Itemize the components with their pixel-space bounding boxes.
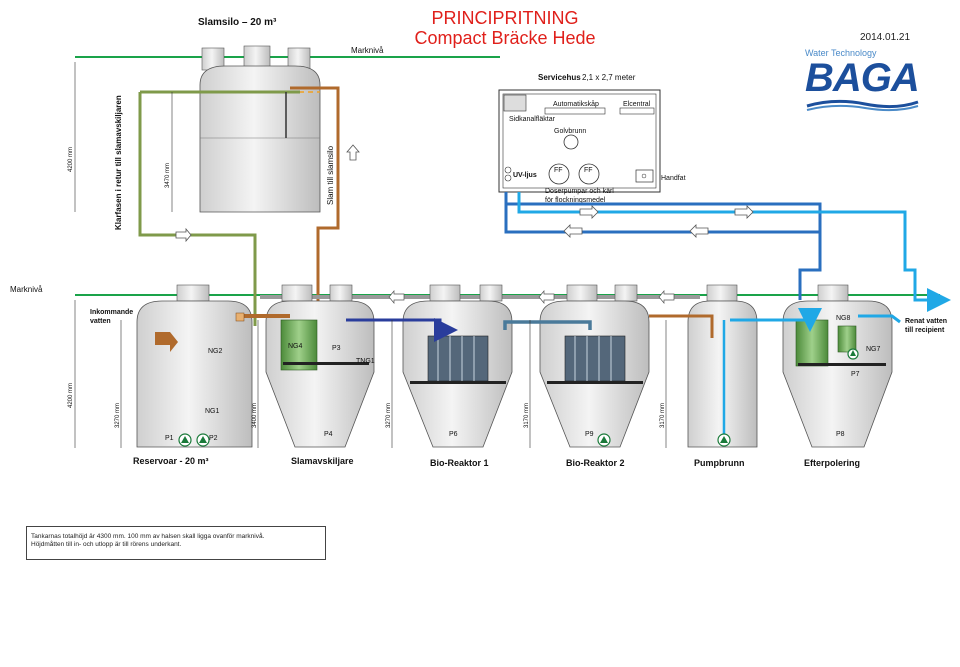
tank-bioreactor-2 [539, 284, 650, 448]
footnote-box: Tankarnas totalhöjd är 4300 mm. 100 mm a… [26, 526, 326, 560]
service-dosing: Doserpumpar och kärl [545, 188, 614, 195]
pumpwell-to-polish-pipe [730, 308, 822, 332]
service-size: 2,1 x 2,7 meter [582, 73, 636, 82]
sludge-silo-tank [199, 45, 321, 213]
brand-tagline: Water Technology [805, 48, 877, 58]
water-arrow-icon-2 [579, 205, 599, 219]
service-sink: Handfat [661, 175, 686, 182]
clean-water-pipe [517, 192, 951, 312]
grey-arrow-icon-2 [538, 290, 555, 304]
tank-label-pumpwell: Pumpbrunn [694, 458, 745, 468]
tank-label-separator: Slamavskiljare [291, 456, 354, 466]
height-h5: 3170 mm [660, 403, 666, 428]
pump-icon-p2 [196, 433, 210, 447]
tag-ng2: NG2 [208, 348, 223, 355]
air-arrow-icon-2 [689, 224, 709, 238]
height-left: 4200 mm [68, 383, 74, 408]
tag-ng8: NG8 [836, 315, 851, 322]
tank-pump-well [687, 284, 758, 448]
pump-icon-p9 [597, 433, 611, 447]
service-title: Servicehus [538, 73, 581, 82]
inlet-label-2: vatten [90, 318, 111, 325]
silo-height-total: 4200 mm [68, 147, 74, 172]
pump-icon-pumpwell [717, 433, 731, 447]
inlet-flange [235, 312, 245, 322]
tag-ng7: NG7 [866, 346, 881, 353]
drawing-title-line2: Compact Bräcke Hede [414, 28, 596, 48]
outlet-label-2: till recipient [905, 327, 945, 334]
tag-p4: P4 [324, 431, 333, 438]
sludge-arrow-icon [346, 144, 360, 161]
tank-label-bio1: Bio-Reaktor 1 [430, 458, 489, 468]
outlet-pipe [858, 314, 901, 324]
pump-icon-p7 [847, 348, 859, 360]
air-pipe-drop [798, 232, 822, 300]
height-h3: 3270 mm [386, 403, 392, 428]
outlet-label-1: Renat vatten [905, 318, 947, 325]
return-arrow-icon [175, 227, 192, 243]
bio2-to-pumpwell-pipe [649, 314, 714, 338]
service-fan: Sidkanalfläktar [509, 116, 556, 123]
tank-reservoir [136, 284, 253, 448]
brand-name: BAGA [805, 56, 920, 100]
service-uv: UV-ljus [513, 172, 537, 179]
footnote-line-1: Tankarnas totalhöjd är 4300 mm. 100 mm a… [31, 533, 265, 540]
tag-p7: P7 [851, 371, 860, 378]
tank-sludge-separator [265, 284, 375, 448]
grey-arrow-icon-3 [658, 290, 675, 304]
service-cabinet: Automatikskåp [553, 100, 599, 108]
silo-sludge-label: Slam till slamsilo [326, 145, 335, 205]
tag-p8: P8 [836, 431, 845, 438]
grey-arrow-icon-1 [388, 290, 405, 304]
tank-label-polishing: Efterpolering [804, 458, 860, 468]
footnote-line-2: Höjdmåtten till in- och utlopp är till r… [31, 541, 182, 548]
inlet-label-1: Inkommande [90, 309, 133, 316]
tank-bioreactor-1 [402, 284, 513, 448]
return-pipe [138, 92, 257, 326]
tank-post-polishing [782, 284, 893, 448]
height-h4: 3170 mm [524, 403, 530, 428]
air-arrow-icon-1 [563, 224, 583, 238]
service-ff1: FF [554, 167, 563, 174]
service-ff2: FF [584, 167, 593, 174]
tag-ng1: NG1 [205, 408, 220, 415]
silo-return-label: Klarfasen i retur till slamavskiljaren [114, 95, 123, 230]
brand-wave-icon [806, 99, 919, 112]
tag-p2: P2 [209, 435, 218, 442]
ground-label-top: Marknivå [351, 46, 384, 55]
service-house [498, 89, 661, 193]
inlet-arrow-icon [155, 332, 178, 352]
silo-height-inner: 3470 mm [165, 163, 171, 188]
tank-label-bio2: Bio-Reaktor 2 [566, 458, 625, 468]
bio1-to-bio2-pipe [503, 320, 592, 330]
tag-tng1: TNG1 [356, 358, 375, 365]
water-arrow-icon-1 [734, 205, 754, 219]
tag-ng4: NG4 [288, 343, 303, 350]
brand-logo: Water Technology BAGA [805, 48, 925, 117]
height-h1: 3270 mm [115, 403, 121, 428]
drawing-date: 2014.01.21 [860, 32, 911, 43]
tag-p9: P9 [585, 431, 594, 438]
service-floor-drain: Golvbrunn [554, 128, 586, 135]
service-dosing-2: för flockningsmedel [545, 197, 606, 204]
pump-icon-p1 [178, 433, 192, 447]
separator-to-bio1-pipe [346, 318, 458, 342]
tag-p1: P1 [165, 435, 174, 442]
tank-label-reservoir: Reservoar - 20 m³ [133, 456, 209, 466]
silo-title: Slamsilo – 20 m³ [198, 17, 277, 28]
tag-p6: P6 [449, 431, 458, 438]
sludge-pipe [290, 86, 340, 326]
tag-p3: P3 [332, 345, 341, 352]
height-h2: 3400 mm [252, 403, 258, 428]
service-electrical: Elcentral [623, 101, 651, 108]
drawing-title-line1: PRINCIPRITNING [431, 8, 579, 28]
drawing-title: PRINCIPRITNING Compact Bräcke Hede [380, 8, 630, 48]
ground-label-main: Marknivå [10, 285, 43, 294]
